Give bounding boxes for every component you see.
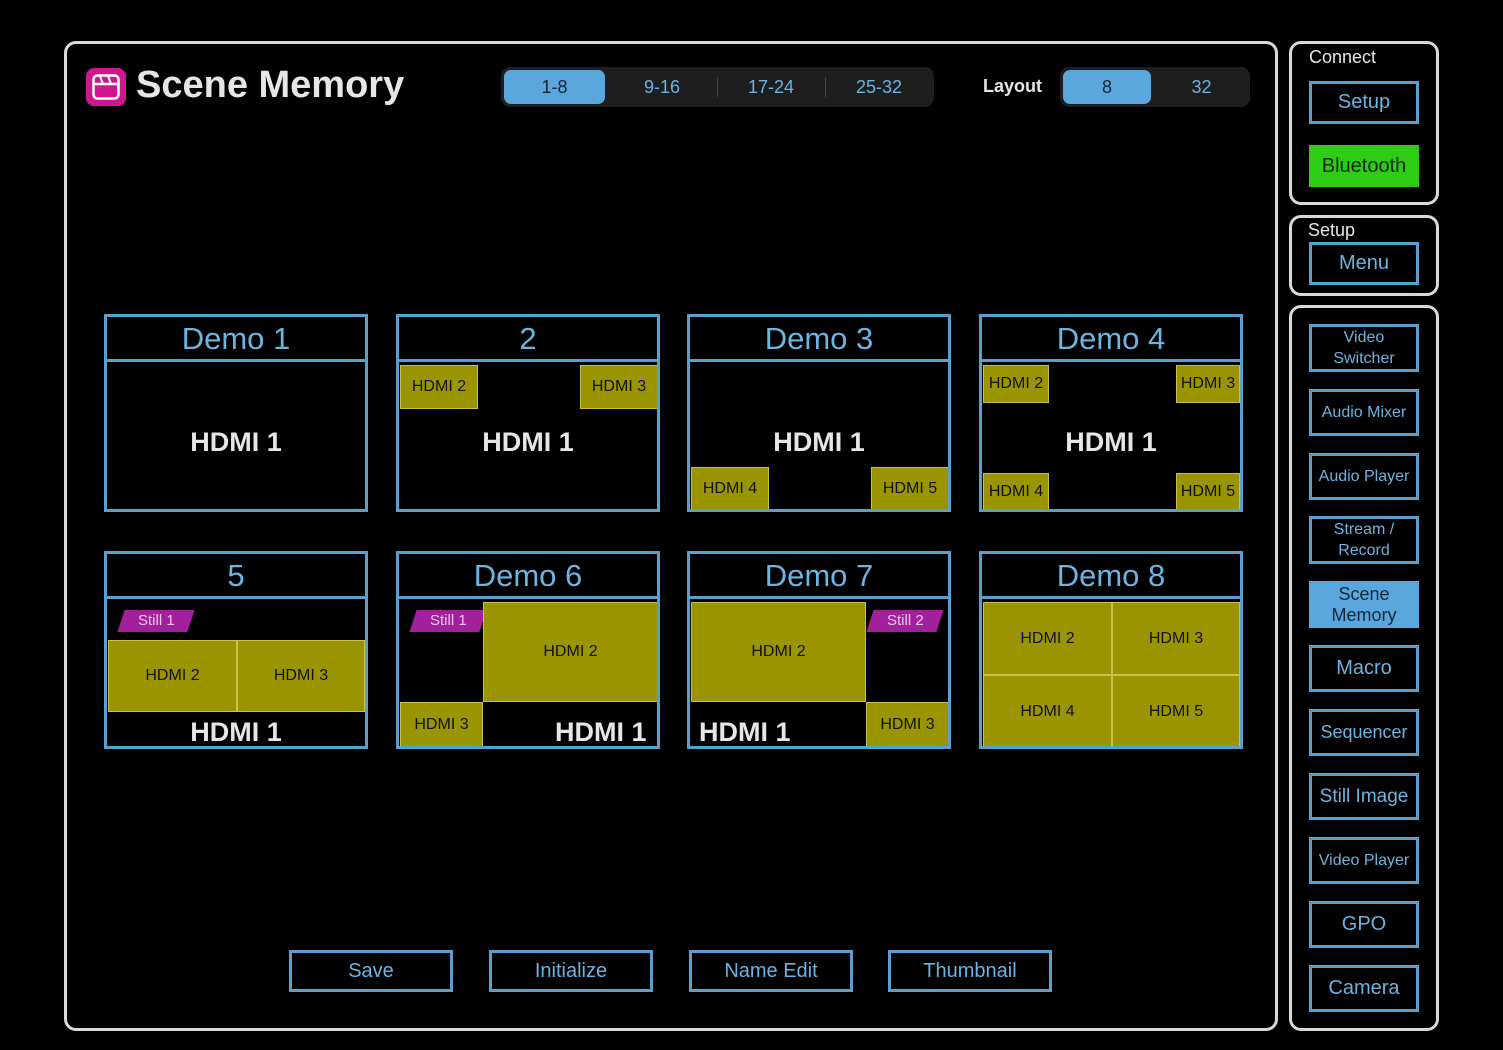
tab-page-25-32[interactable]: 25-32 — [855, 77, 903, 97]
nav-scene-memory[interactable]: Scene Memory — [1309, 581, 1419, 628]
still-tag-label: Still 1 — [137, 612, 175, 629]
scene-card-6[interactable]: Demo 6 Still 1 HDMI 2 HDMI 3 HDMI 1 — [396, 551, 660, 749]
nav-camera[interactable]: Camera — [1309, 965, 1419, 1012]
nav-macro[interactable]: Macro — [1309, 645, 1419, 692]
menu-button[interactable]: Menu — [1309, 242, 1419, 285]
still-tag: Still 2 — [866, 610, 944, 632]
pip-source: HDMI 5 — [1176, 473, 1240, 509]
scene-title: Demo 3 — [690, 317, 948, 362]
scene-title: Demo 4 — [982, 317, 1240, 362]
pip-source: HDMI 2 — [691, 602, 866, 702]
scene-card-8[interactable]: Demo 8 HDMI 2 HDMI 3 HDMI 4 HDMI 5 — [979, 551, 1243, 749]
connect-panel — [1289, 41, 1439, 205]
divider — [825, 77, 826, 97]
main-source-label: HDMI 1 — [190, 427, 282, 457]
tab-page-1-8[interactable]: 1-8 — [504, 70, 605, 104]
scene-card-5[interactable]: 5 Still 1 HDMI 2 HDMI 3 HDMI 1 — [104, 551, 368, 749]
layout-label: Layout — [983, 76, 1043, 96]
pip-source: HDMI 2 — [400, 365, 478, 409]
pip-source: HDMI 2 — [108, 640, 237, 712]
main-panel — [64, 41, 1278, 1031]
pip-source: HDMI 3 — [400, 702, 483, 746]
nav-gpo[interactable]: GPO — [1309, 901, 1419, 948]
main-source-label: HDMI 1 — [190, 717, 282, 747]
nav-stream-record[interactable]: Stream / Record — [1309, 516, 1419, 564]
divider — [717, 77, 718, 97]
scene-title: 2 — [399, 317, 657, 362]
initialize-button[interactable]: Initialize — [489, 950, 653, 992]
still-tag: Still 1 — [409, 610, 487, 632]
setup-panel — [1289, 215, 1439, 296]
name-edit-button[interactable]: Name Edit — [689, 950, 853, 992]
scene-title: Demo 6 — [399, 554, 657, 599]
pip-source: HDMI 3 — [580, 365, 657, 409]
pip-source: HDMI 4 — [983, 473, 1049, 509]
main-source-label: HDMI 1 — [555, 717, 647, 747]
pip-source: HDMI 3 — [866, 702, 948, 746]
scene-title: Demo 1 — [107, 317, 365, 362]
pip-source: HDMI 3 — [1112, 602, 1240, 675]
pip-source: HDMI 2 — [983, 602, 1112, 675]
setup-label: Setup — [1308, 220, 1356, 240]
still-tag: Still 1 — [117, 610, 195, 632]
nav-video-player[interactable]: Video Player — [1309, 837, 1419, 884]
pip-source: HDMI 4 — [983, 675, 1112, 746]
pip-source: HDMI 2 — [483, 602, 657, 702]
pip-source: HDMI 3 — [237, 640, 365, 712]
main-source-label: HDMI 1 — [482, 427, 574, 457]
pip-source: HDMI 5 — [1112, 675, 1240, 746]
scene-card-3[interactable]: Demo 3 HDMI 1 HDMI 4 HDMI 5 — [687, 314, 951, 512]
main-source-label: HDMI 1 — [1065, 427, 1157, 457]
thumbnail-button[interactable]: Thumbnail — [888, 950, 1052, 992]
pip-source: HDMI 5 — [871, 467, 948, 509]
connect-label: Connect — [1309, 47, 1377, 67]
connect-setup-button[interactable]: Setup — [1309, 81, 1419, 124]
nav-sequencer[interactable]: Sequencer — [1309, 709, 1419, 756]
nav-still-image[interactable]: Still Image — [1309, 773, 1419, 820]
scene-card-2[interactable]: 2 HDMI 2 HDMI 3 HDMI 1 — [396, 314, 660, 512]
still-tag-label: Still 2 — [886, 612, 924, 629]
scene-title: 5 — [107, 554, 365, 599]
scene-card-1[interactable]: Demo 1 HDMI 1 — [104, 314, 368, 512]
nav-audio-player[interactable]: Audio Player — [1309, 453, 1419, 500]
save-button[interactable]: Save — [289, 950, 453, 992]
scene-title: Demo 8 — [982, 554, 1240, 599]
pip-source: HDMI 4 — [691, 467, 769, 509]
still-tag-label: Still 1 — [429, 612, 467, 629]
nav-panel — [1289, 305, 1439, 1031]
pip-source: HDMI 2 — [983, 365, 1049, 403]
scene-memory-icon — [86, 68, 126, 106]
main-source-label: HDMI 1 — [773, 427, 865, 457]
tab-layout-8[interactable]: 8 — [1063, 70, 1151, 104]
scene-card-4[interactable]: Demo 4 HDMI 2 HDMI 3 HDMI 1 HDMI 4 HDMI … — [979, 314, 1243, 512]
bluetooth-button[interactable]: Bluetooth — [1309, 145, 1419, 187]
tab-page-17-24[interactable]: 17-24 — [747, 77, 795, 97]
nav-audio-mixer[interactable]: Audio Mixer — [1309, 389, 1419, 436]
layout-selector: 8 32 — [1060, 67, 1250, 107]
tab-page-9-16[interactable]: 9-16 — [643, 77, 681, 97]
scene-card-7[interactable]: Demo 7 HDMI 2 Still 2 HDMI 1 HDMI 3 — [687, 551, 951, 749]
page-range-selector: 1-8 9-16 17-24 25-32 — [501, 67, 934, 107]
scene-title: Demo 7 — [690, 554, 948, 599]
nav-video-switcher[interactable]: Video Switcher — [1309, 324, 1419, 372]
pip-source: HDMI 3 — [1176, 365, 1240, 403]
page-title: Scene Memory — [136, 64, 405, 106]
tab-layout-32[interactable]: 32 — [1191, 77, 1212, 97]
main-source-label: HDMI 1 — [699, 717, 791, 747]
